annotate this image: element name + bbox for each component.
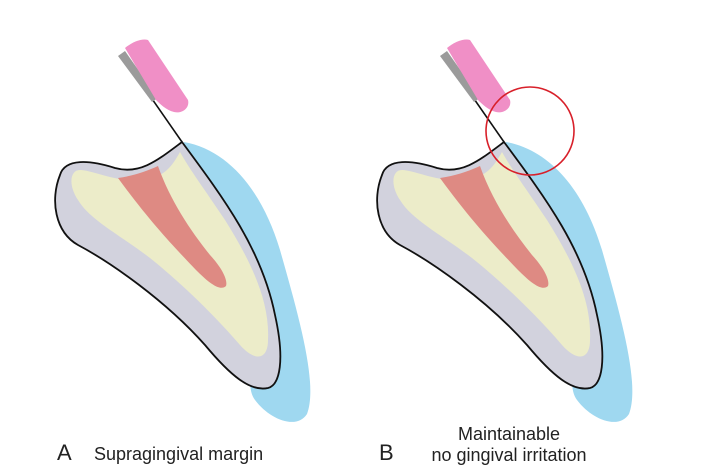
- panel-b-caption-line-2: no gingival irritation: [431, 444, 587, 465]
- panel-a-pulp: [118, 166, 227, 288]
- panel-b-caption-line-1: Maintainable: [457, 424, 561, 444]
- panel-a-caption: Supragingival margin: [94, 444, 264, 464]
- panel-b-instrument-edge: [440, 51, 480, 102]
- panel-a-instrument-tip: [125, 39, 189, 113]
- panel-a-letter: A: [57, 440, 72, 465]
- panel-b-instrument-tip: [447, 39, 511, 113]
- panel-b-dentin: [393, 152, 591, 357]
- panel-b-illustration: [376, 39, 633, 422]
- panel-a-illustration: [54, 39, 311, 422]
- panel-a-dentin: [71, 152, 269, 357]
- panel-b-letter: B: [379, 440, 394, 465]
- panel-b-pulp: [440, 166, 549, 288]
- panel-a-instrument-edge: [118, 51, 158, 102]
- panel-b-highlight-circle: [485, 86, 575, 176]
- panel-b-caption: Maintainable no gingival irritation: [404, 424, 614, 465]
